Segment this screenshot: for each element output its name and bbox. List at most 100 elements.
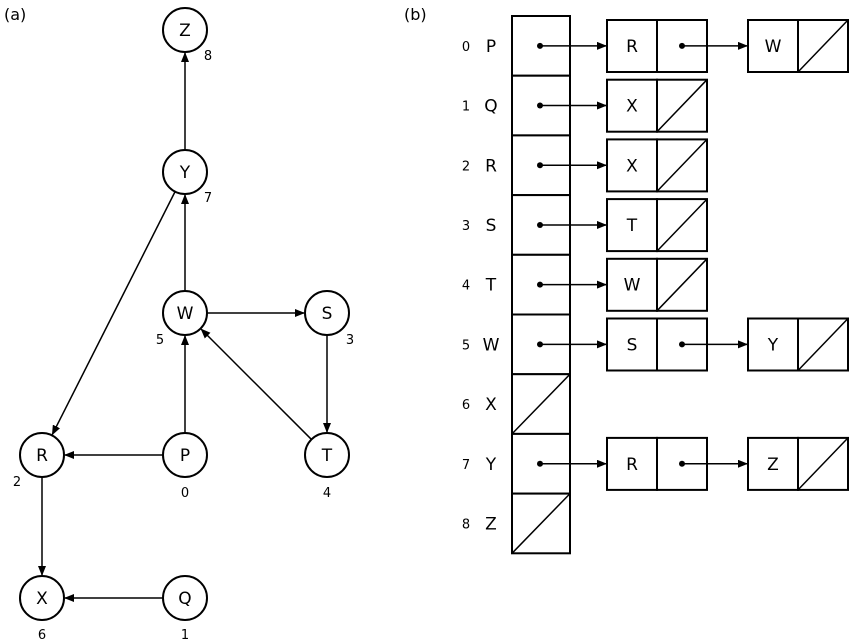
list-node-label: Z xyxy=(767,455,779,475)
graph-node-q: Q1 xyxy=(162,575,208,643)
node-number: 6 xyxy=(38,628,46,643)
node-label: Z xyxy=(179,21,191,41)
list-node-w: W xyxy=(747,19,849,73)
data-cell xyxy=(606,138,658,193)
panel-a-label: (a) xyxy=(4,5,26,24)
graph-node-y: Y7 xyxy=(162,149,212,206)
row-index: 7 xyxy=(462,458,470,473)
panel-b-label: (b) xyxy=(404,5,427,24)
list-node-t: T xyxy=(606,198,708,253)
edge-y-r xyxy=(51,191,176,436)
row-vertex: Z xyxy=(485,514,497,534)
null-slash xyxy=(797,317,849,372)
list-node-label: S xyxy=(627,335,638,355)
node-label: Q xyxy=(178,589,191,609)
node-number: 7 xyxy=(204,191,212,206)
graph-node-t: T4 xyxy=(304,432,350,501)
row-vertex: X xyxy=(485,395,497,415)
list-node-r: R xyxy=(606,436,748,491)
row-index: 4 xyxy=(462,279,470,294)
row-index: 1 xyxy=(462,100,470,115)
node-label: P xyxy=(180,446,190,466)
list-node-y: Y xyxy=(747,317,849,372)
graph-node-w: W5 xyxy=(156,290,208,348)
data-cell xyxy=(747,317,799,372)
null-slash xyxy=(656,198,708,252)
list-node-label: R xyxy=(626,37,638,57)
list-node-z: Z xyxy=(747,436,849,491)
null-slash xyxy=(797,437,849,491)
list-node-x: X xyxy=(606,78,708,133)
node-circle xyxy=(162,7,208,53)
list-node-label: R xyxy=(626,455,638,475)
node-circle xyxy=(162,149,208,195)
graph-node-z: Z8 xyxy=(162,7,212,64)
node-circle xyxy=(162,290,208,336)
null-slash xyxy=(511,493,571,554)
row-index: 2 xyxy=(462,159,470,174)
data-cell xyxy=(606,257,658,312)
row-index: 0 xyxy=(462,40,470,55)
row-vertex: S xyxy=(486,216,497,236)
list-node-x: X xyxy=(606,138,708,193)
list-node-label: X xyxy=(626,97,638,117)
row-vertex: W xyxy=(483,335,500,355)
row-index: 8 xyxy=(462,517,470,532)
node-number: 0 xyxy=(181,486,189,501)
list-node-r: R xyxy=(606,19,748,73)
list-node-s: S xyxy=(606,317,748,372)
node-label: W xyxy=(177,304,194,324)
row-vertex: R xyxy=(485,156,497,176)
node-number: 2 xyxy=(13,475,21,490)
node-label: X xyxy=(36,589,48,609)
row-vertex: P xyxy=(486,37,496,57)
node-circle xyxy=(162,432,208,478)
node-number: 8 xyxy=(204,49,212,64)
row-index: 3 xyxy=(462,219,470,234)
row-index: 5 xyxy=(462,338,470,353)
row-vertex: T xyxy=(485,276,497,296)
list-node-label: Y xyxy=(767,335,779,355)
node-circle xyxy=(19,432,65,478)
list-node-label: T xyxy=(626,216,638,236)
graph-node-r: R2 xyxy=(13,432,65,490)
list-node-w: W xyxy=(606,257,708,312)
node-circle xyxy=(304,432,350,478)
list-node-label: X xyxy=(626,156,638,176)
node-circle xyxy=(19,575,65,621)
node-label: R xyxy=(36,446,48,466)
graph-node-s: S3 xyxy=(304,290,354,348)
node-label: T xyxy=(321,446,333,466)
data-cell xyxy=(747,19,799,73)
null-slash xyxy=(656,79,708,133)
null-slash xyxy=(656,138,708,192)
graph-edges xyxy=(38,52,331,602)
node-label: S xyxy=(322,304,333,324)
data-cell xyxy=(606,78,658,133)
row-vertex: Y xyxy=(485,455,497,475)
data-cell xyxy=(747,436,799,491)
list-node-label: W xyxy=(765,37,782,57)
adj-row-s: 3 S T xyxy=(462,194,708,256)
node-number: 3 xyxy=(346,333,354,348)
node-number: 5 xyxy=(156,333,164,348)
edge-t-w xyxy=(200,328,312,440)
node-circle xyxy=(162,575,208,621)
row-index: 6 xyxy=(462,398,470,413)
adj-row-p: 0 P R W xyxy=(462,15,849,77)
next-cell xyxy=(656,317,708,372)
node-number: 4 xyxy=(323,486,331,501)
row-vertex: Q xyxy=(484,97,497,117)
node-circle xyxy=(304,290,350,336)
list-node-label: W xyxy=(624,276,641,296)
